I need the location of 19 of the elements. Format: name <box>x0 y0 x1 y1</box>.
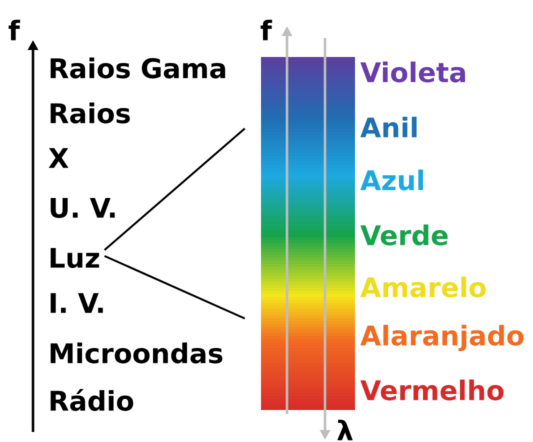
color-label: Amarelo <box>360 276 486 298</box>
band-label: Rádio <box>50 389 134 411</box>
band-label: U. V. <box>50 198 115 218</box>
connector-line <box>104 128 246 251</box>
color-label: Violeta <box>360 62 466 82</box>
band-label: Raios <box>50 102 130 124</box>
band-label: I. V. <box>50 293 103 313</box>
band-label: X <box>48 148 68 168</box>
band-label: Microondas <box>50 342 222 364</box>
spectrum-bar <box>261 57 355 410</box>
band-label: Raios Gama <box>50 58 226 78</box>
color-label: Azul <box>360 170 424 190</box>
band-label: Luz <box>50 248 100 268</box>
axis-label: f <box>8 20 20 40</box>
color-label: Alaranjado <box>360 324 524 352</box>
color-label: Anil <box>360 116 417 138</box>
color-label: Verde <box>360 224 448 246</box>
connector-line <box>104 255 246 320</box>
color-label: Vermelho <box>360 380 504 400</box>
